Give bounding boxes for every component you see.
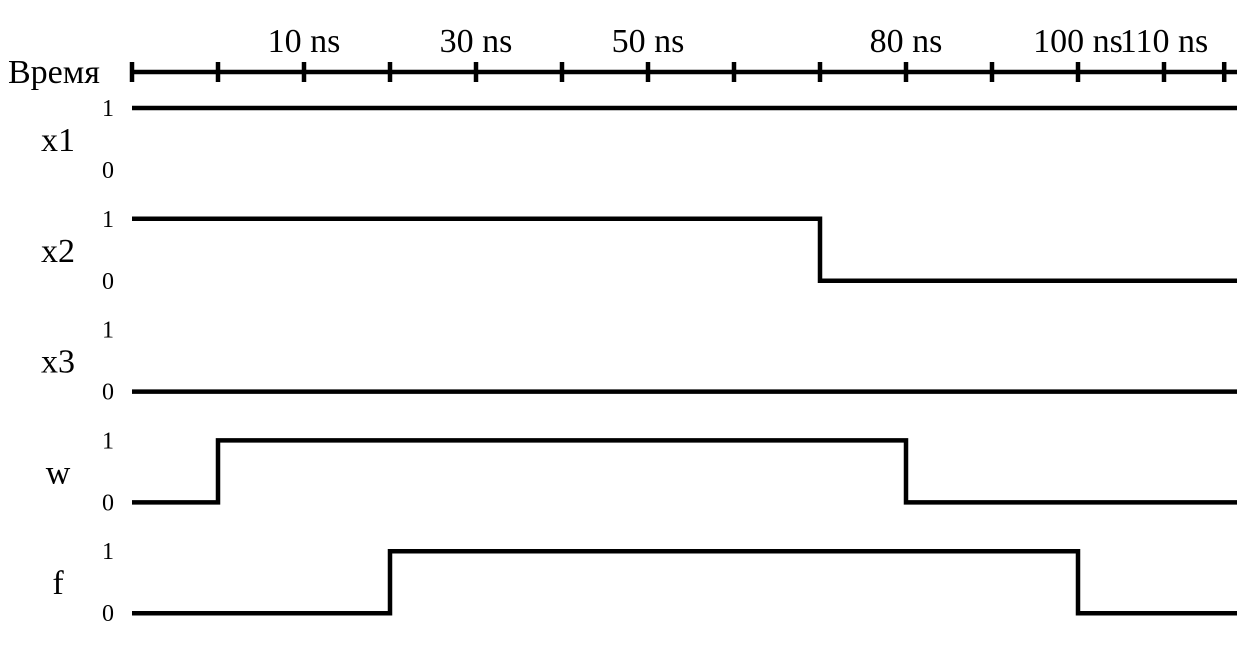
time-label: 110 ns xyxy=(1120,23,1208,60)
time-label: 10 ns xyxy=(268,23,341,60)
signal-trace-x2 xyxy=(132,216,1237,284)
time-label: 100 ns xyxy=(1033,23,1123,60)
signal-trace-w xyxy=(132,438,1237,505)
signal-row-w: w 1 0 xyxy=(46,428,1237,516)
signal-name: x3 xyxy=(41,344,75,381)
time-axis-title: Время xyxy=(8,54,100,91)
level-label-high: 1 xyxy=(102,428,114,454)
level-label-high: 1 xyxy=(102,318,114,344)
signal-name: f xyxy=(52,565,64,602)
signal-row-x3: x3 1 0 xyxy=(41,318,1237,406)
time-label: 30 ns xyxy=(440,23,513,60)
level-label-low: 0 xyxy=(102,380,114,406)
signal-name: x2 xyxy=(41,233,75,270)
signal-row-x2: x2 1 0 xyxy=(41,207,1237,295)
signal-row-x1: x1 1 0 xyxy=(41,96,1237,184)
level-label-high: 1 xyxy=(102,539,114,565)
signal-row-f: f 1 0 xyxy=(52,539,1237,627)
level-label-high: 1 xyxy=(102,207,114,233)
level-label-high: 1 xyxy=(102,96,114,122)
time-label: 80 ns xyxy=(870,23,943,60)
signal-trace-f xyxy=(132,548,1237,616)
signal-traces: x1 1 0 x2 1 0 x3 1 0 w 1 0 f 1 0 xyxy=(41,96,1237,627)
level-label-low: 0 xyxy=(102,269,114,295)
level-label-low: 0 xyxy=(102,601,114,627)
signal-name: x1 xyxy=(41,122,75,159)
level-label-low: 0 xyxy=(102,158,114,184)
time-label: 50 ns xyxy=(612,23,685,60)
signal-name: w xyxy=(46,454,71,491)
level-label-low: 0 xyxy=(102,490,114,516)
